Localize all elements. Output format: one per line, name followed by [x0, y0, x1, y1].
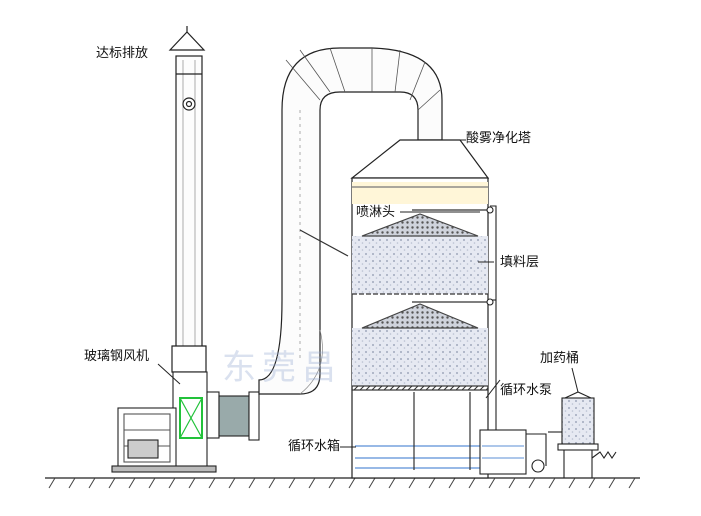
tower — [350, 139, 490, 479]
label-tower: 酸雾净化塔 — [466, 131, 532, 146]
fan-assembly — [111, 371, 260, 473]
label-stack: 达标排放 — [96, 46, 149, 61]
label-pump: 循环水泵 — [500, 383, 553, 398]
ducting — [258, 47, 443, 395]
label-packing: 填料层 — [500, 255, 540, 270]
circulation-piping — [479, 205, 547, 475]
exhaust-stack — [168, 26, 207, 373]
watermark: 东莞昌 — [222, 348, 342, 388]
dosing-barrel — [548, 391, 617, 478]
leader-lines — [157, 139, 579, 448]
label-spray: 喷淋头 — [356, 205, 396, 220]
label-tank: 循环水箱 — [288, 439, 341, 454]
label-doser: 加药桶 — [540, 351, 580, 366]
ground — [45, 477, 640, 489]
label-fan: 玻璃钢风机 — [84, 349, 150, 364]
